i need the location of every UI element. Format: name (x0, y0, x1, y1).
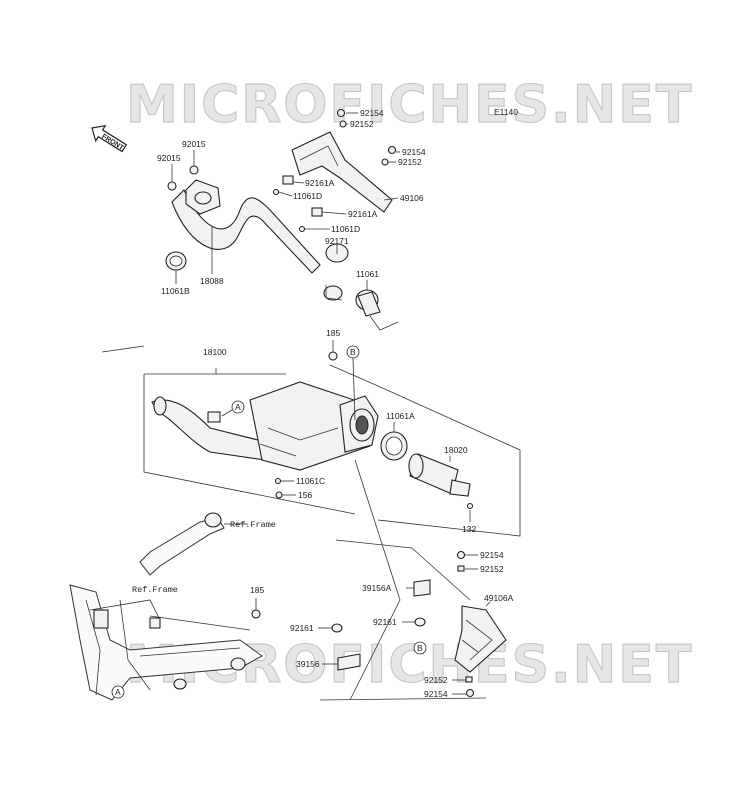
part-label-11061c: 11061C (296, 476, 325, 486)
washer-92152-bracket[interactable] (457, 565, 465, 572)
exhaust-pipe-18088[interactable] (171, 179, 321, 274)
callout-a-upper: A (221, 400, 245, 417)
bracket-39156a[interactable] (413, 579, 431, 597)
part-label-18100: 18100 (203, 347, 227, 357)
gasket-11061[interactable] (355, 289, 381, 317)
part-label-92154-bottom: 92154 (424, 689, 448, 699)
diagram-code: E1140 (494, 107, 518, 117)
callout-a-lower: A (111, 685, 125, 699)
part-label-92161-left: 92161 (290, 623, 314, 633)
clamp-92171[interactable] (323, 243, 349, 301)
muffler-18100[interactable] (151, 381, 379, 471)
part-label-11061d-1: 11061D (293, 191, 322, 201)
part-label-185-top: 185 (326, 328, 340, 338)
part-label-92152-bottom: 92152 (424, 675, 448, 685)
bolt-92154-top[interactable] (336, 108, 346, 118)
collar-92161-right[interactable] (414, 617, 426, 627)
front-arrow-icon: FRONT (91, 124, 128, 153)
svg-text:A: A (115, 687, 121, 697)
collar-92161a-1[interactable] (282, 175, 294, 185)
bolt-185-bottom[interactable] (251, 609, 261, 619)
part-label-18088: 18088 (200, 276, 224, 286)
gasket-11061a[interactable] (380, 431, 408, 461)
part-label-39156a: 39156A (362, 583, 392, 593)
washer-92152-bottom[interactable] (465, 676, 473, 683)
part-label-92161a-1: 92161A (305, 178, 335, 188)
part-label-92152-top: 92152 (350, 119, 374, 129)
part-label-92152-right: 92152 (398, 157, 422, 167)
part-label-92171: 92171 (325, 236, 349, 246)
heat-guard-49106a[interactable] (454, 605, 507, 673)
washer-92152-right[interactable] (381, 158, 389, 166)
svg-text:B: B (417, 643, 423, 653)
part-label-132: 132 (462, 524, 476, 534)
part-label-11061: 11061 (356, 269, 379, 279)
part-label-92161a-2: 92161A (348, 209, 378, 219)
part-label-11061d-2: 11061D (331, 224, 360, 234)
part-label-11061a: 11061A (386, 411, 415, 421)
damper-11061d-1[interactable] (272, 188, 280, 196)
frame-bracket-middle (139, 512, 248, 576)
ref-frame-label-1: Ref.Frame (230, 520, 276, 530)
screw-132[interactable] (466, 502, 474, 510)
part-label-92154-right: 92154 (402, 147, 426, 157)
part-label-92015-right: 92015 (182, 139, 206, 149)
spark-arrester-18020[interactable] (408, 453, 471, 497)
part-label-39156: 39156 (296, 659, 320, 669)
part-label-92152-bracket: 92152 (480, 564, 504, 574)
svg-text:A: A (235, 402, 241, 412)
bolt-92154-bracket[interactable] (456, 550, 466, 560)
part-label-49106a: 49106A (484, 593, 514, 603)
part-label-185-bottom: 185 (250, 585, 264, 595)
part-label-92161-right: 92161 (373, 617, 397, 627)
damper-11061d-2[interactable] (298, 225, 306, 233)
callout-b-upper: B (346, 345, 360, 421)
part-label-92154-top: 92154 (360, 108, 384, 118)
washer-92152-top[interactable] (339, 120, 347, 128)
watermark-top: MICROFICHES.NET (126, 75, 693, 135)
part-label-156: 156 (298, 490, 312, 500)
part-label-18020: 18020 (444, 445, 468, 455)
part-label-92154-bracket: 92154 (480, 550, 504, 560)
bolt-185-top[interactable] (328, 351, 338, 361)
collar-92161-left[interactable] (331, 623, 343, 633)
callout-b-lower: B (413, 641, 427, 655)
heat-guard-49106[interactable] (291, 131, 393, 213)
bolt-92154-right[interactable] (387, 145, 397, 155)
bolt-92154-bottom[interactable] (465, 688, 475, 698)
damper-11061c[interactable] (274, 477, 282, 485)
part-label-92015-left: 92015 (157, 153, 181, 163)
bracket-39156[interactable] (337, 653, 361, 671)
ref-frame-label-2: Ref.Frame (132, 585, 178, 595)
leader-lines (171, 112, 491, 695)
collar-92161a-2[interactable] (311, 207, 323, 217)
part-label-11061b: 11061B (161, 286, 190, 296)
nut-92015-left[interactable] (167, 181, 177, 191)
bolt-156[interactable] (275, 491, 283, 499)
part-label-49106: 49106 (400, 193, 424, 203)
nut-92015-right[interactable] (189, 165, 199, 175)
svg-text:B: B (350, 347, 356, 357)
frame-lower (69, 584, 263, 701)
